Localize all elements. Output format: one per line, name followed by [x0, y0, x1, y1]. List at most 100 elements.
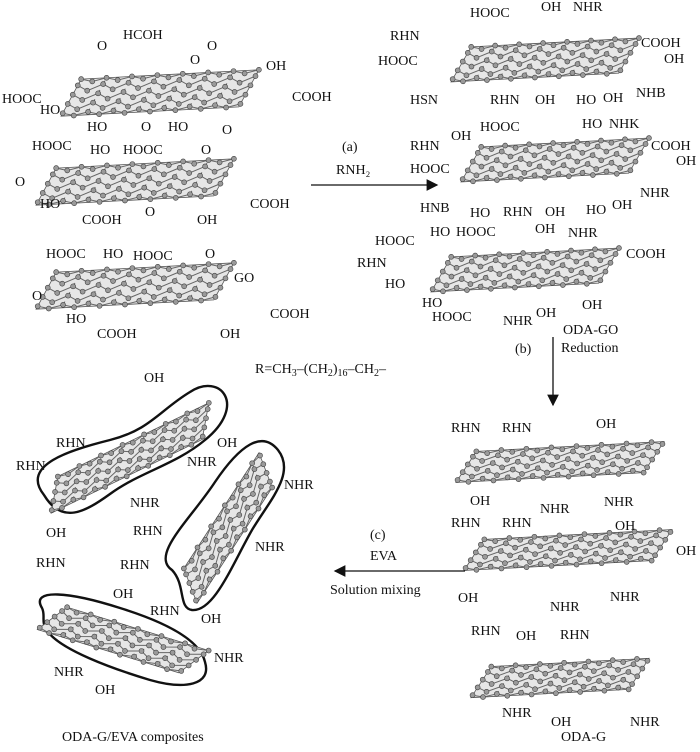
group-label: NHR: [187, 455, 217, 470]
group-label: RHN: [390, 29, 420, 44]
oda-go-sheet-3: [429, 245, 622, 295]
graphene-lattice: [429, 245, 622, 295]
graphene-lattice: [59, 66, 262, 119]
step-c-reagent: EVA: [370, 549, 397, 564]
group-label: NHR: [54, 665, 84, 680]
group-label: NHR: [214, 651, 244, 666]
graphene-lattice: [469, 656, 651, 700]
group-label: HOOC: [133, 249, 173, 264]
group-label: OH: [217, 436, 238, 451]
group-label: OH: [516, 629, 537, 644]
group-label: OH: [551, 715, 572, 730]
group-label: HSN: [410, 93, 439, 108]
group-label: HO: [103, 247, 124, 262]
group-label: NHR: [610, 590, 640, 605]
group-label: OH: [535, 93, 556, 108]
group-label: RHN: [357, 256, 387, 271]
group-label: RHN: [36, 556, 66, 571]
oda-go-sheet-1: [449, 35, 642, 85]
oda-go-label: ODA-GO: [563, 323, 619, 338]
group-label: O: [141, 120, 152, 135]
group-label: OH: [615, 519, 636, 534]
group-label: HOOC: [46, 247, 86, 262]
group-label: NHB: [636, 86, 666, 101]
group-label: NHR: [630, 715, 660, 730]
group-label: HCOH: [123, 28, 163, 43]
group-label: HO: [582, 117, 603, 132]
group-label: O: [207, 39, 218, 54]
group-label: NHR: [573, 0, 603, 15]
oda-g-label: ODA-G: [561, 730, 607, 745]
group-label: RHN: [502, 516, 532, 531]
group-label: HO: [422, 296, 443, 311]
group-label: HO: [87, 120, 108, 135]
group-label: HOOC: [2, 92, 42, 107]
group-label: HOOC: [470, 6, 510, 21]
group-label: OH: [603, 91, 624, 106]
group-label: RHN: [56, 436, 86, 451]
group-label: OH: [612, 198, 633, 213]
graphene-lattice: [34, 155, 237, 208]
group-label: NHR: [502, 706, 532, 721]
graphene-lattice: [449, 35, 642, 85]
group-label: OH: [201, 612, 222, 627]
step-b-label: Reduction: [561, 341, 619, 356]
step-c-label: Solution mixing: [330, 583, 421, 598]
group-label: RHN: [471, 624, 501, 639]
group-label: NHR: [604, 495, 634, 510]
group-label: HO: [470, 206, 491, 221]
oda-g-sheet-2: [462, 527, 674, 573]
group-label: HOOC: [375, 234, 415, 249]
group-label: OH: [95, 683, 116, 698]
oda-g-sheet-3: [469, 656, 651, 700]
group-label: O: [205, 247, 216, 262]
group-label: HOOC: [432, 310, 472, 325]
graphene-lattice: [181, 451, 275, 605]
graphene-lattice: [34, 259, 237, 312]
group-label: HO: [40, 103, 61, 118]
group-label: NHR: [540, 502, 570, 517]
group-label: RHN: [503, 205, 533, 220]
graphene-lattice: [36, 604, 212, 674]
group-label: OH: [676, 544, 697, 559]
group-label: OH: [46, 526, 67, 541]
graphene-lattice: [454, 439, 666, 485]
eva-envelope-1: [36, 384, 229, 514]
oda-go-sheet-2: [459, 135, 652, 185]
group-label: RHN: [150, 604, 180, 619]
group-label: OH: [676, 154, 697, 169]
group-label: RHN: [120, 558, 150, 573]
group-label: HO: [586, 203, 607, 218]
composite-sheet-2: [164, 439, 286, 612]
group-label: RHN: [451, 516, 481, 531]
group-label: NHR: [255, 540, 285, 555]
group-label: HOOC: [410, 162, 450, 177]
go-label: GO: [234, 271, 255, 286]
step-c-marker: (c): [370, 528, 386, 543]
go-sheet-2: [34, 155, 237, 208]
group-label: HO: [90, 143, 111, 158]
step-a-reagent: RNH₂: [336, 163, 371, 178]
graphene-lattice: [462, 527, 674, 573]
group-label: HO: [385, 277, 406, 292]
group-label: HOOC: [480, 120, 520, 135]
oda-g-sheet-1: [454, 439, 666, 485]
step-b-marker: (b): [515, 342, 532, 357]
group-label: NHR: [284, 478, 314, 493]
group-label: HO: [66, 312, 87, 327]
group-label: COOH: [82, 213, 122, 228]
group-label: HO: [168, 120, 189, 135]
eva-envelope-2: [164, 439, 286, 612]
group-label: RHN: [410, 139, 440, 154]
go-sheet-1: [59, 66, 262, 119]
group-label: O: [201, 143, 212, 158]
group-label: NHR: [640, 186, 670, 201]
group-label: NHR: [550, 600, 580, 615]
group-label: O: [190, 53, 201, 68]
group-label: COOH: [270, 307, 310, 322]
group-label: HO: [40, 197, 61, 212]
group-label: COOH: [651, 139, 691, 154]
group-label: RHN: [133, 524, 163, 539]
group-label: O: [15, 175, 26, 190]
